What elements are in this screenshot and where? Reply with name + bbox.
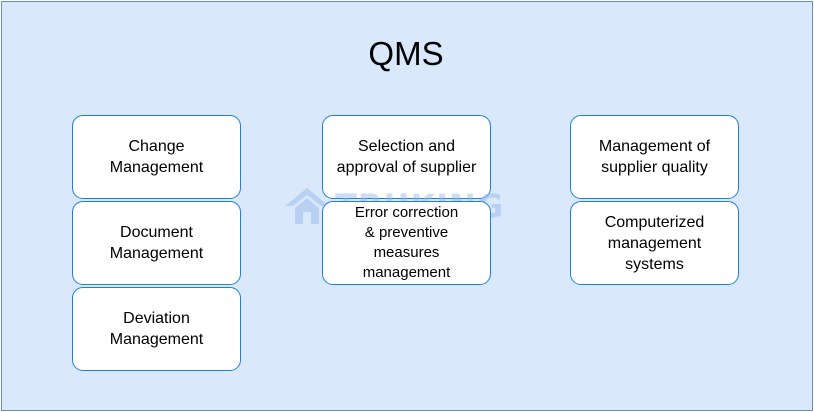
box-error-correction-preventive[interactable]: Error correction & preventive measures m…	[322, 201, 491, 285]
box-computerized-management-systems[interactable]: Computerized management systems	[570, 201, 739, 285]
diagram-title: QMS	[368, 35, 444, 72]
truking-logo-icon	[285, 188, 329, 224]
box-deviation-management[interactable]: Deviation Management	[72, 287, 241, 371]
box-change-management[interactable]: Change Management	[72, 115, 241, 199]
box-management-supplier-quality[interactable]: Management of supplier quality	[570, 115, 739, 199]
box-document-management[interactable]: Document Management	[72, 201, 241, 285]
box-selection-approval-supplier[interactable]: Selection and approval of supplier	[322, 115, 491, 199]
